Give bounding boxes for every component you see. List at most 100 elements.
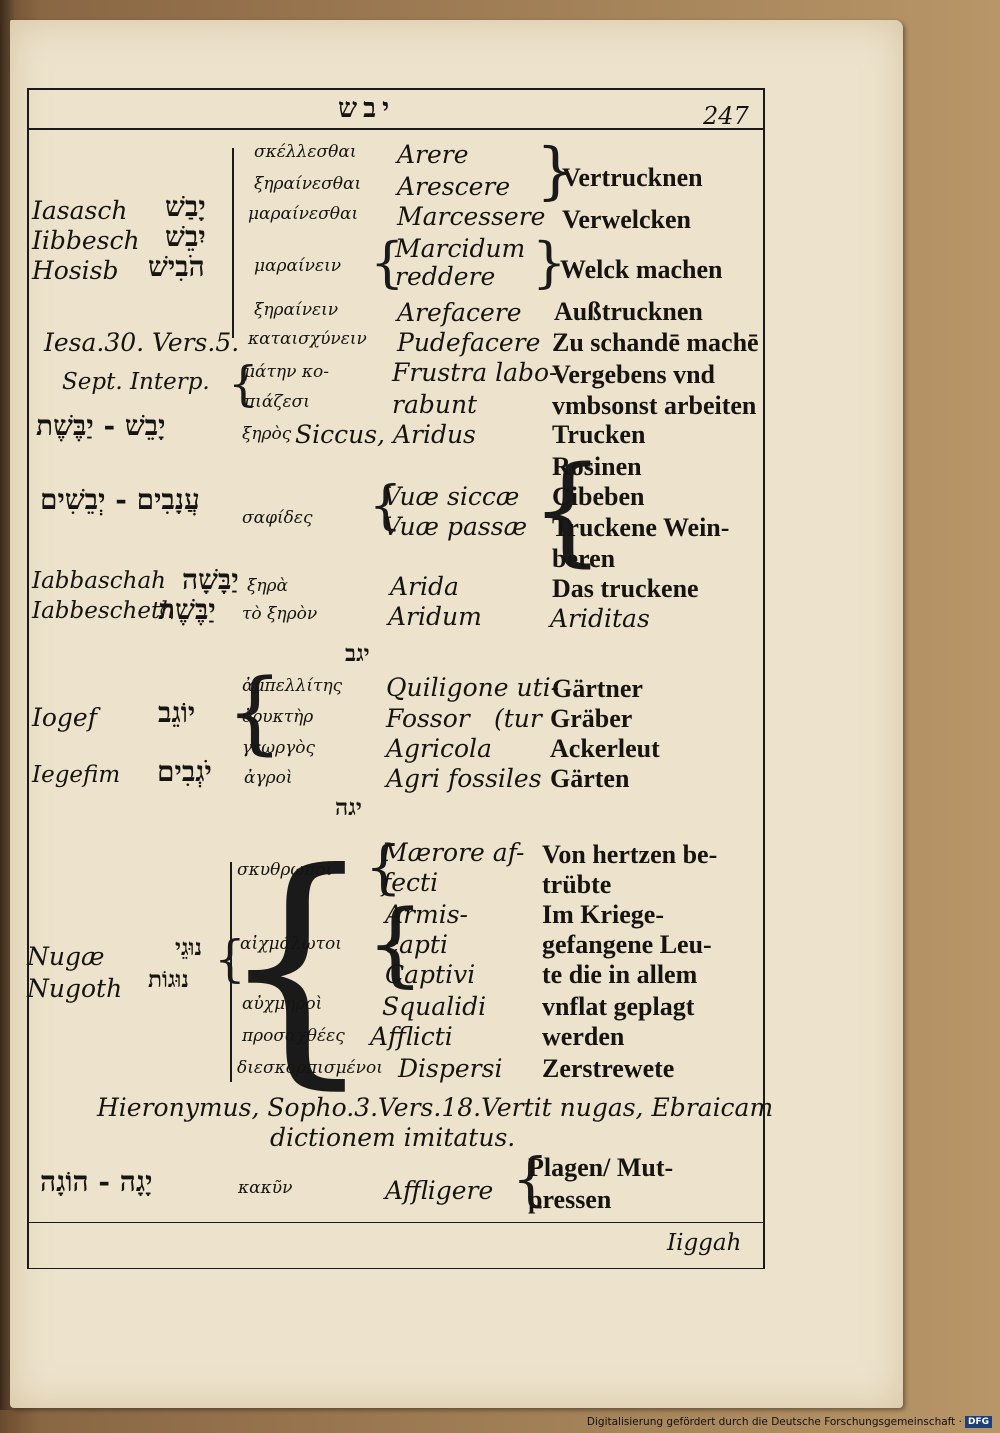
hebrew-term: יוֹגֵב — [158, 696, 196, 729]
latin-term: Armis- — [385, 900, 468, 929]
german-term: Truckene Wein- — [552, 513, 730, 542]
latin-term: reddere — [395, 262, 496, 291]
brace: { — [366, 890, 425, 997]
latin-term: Squalidi — [382, 992, 487, 1021]
brace: { — [370, 231, 405, 294]
brace: { — [228, 356, 259, 412]
foot-rule — [27, 1222, 765, 1223]
hebrew-term: נוּגוֹת — [148, 966, 189, 993]
latin-term: fecti — [382, 868, 439, 897]
digitization-credit: Digitalisierung gefördert durch die Deut… — [587, 1416, 992, 1428]
running-head: יבש — [338, 93, 396, 124]
head-rule — [27, 128, 765, 130]
greek-term: καταισχύνειν — [248, 329, 367, 349]
column-divider — [230, 862, 232, 1082]
greek-term: ξηρὸς — [242, 424, 292, 444]
german-term: Zu schandē machē — [552, 328, 759, 357]
latin-term: Agricola — [386, 734, 492, 763]
greek-term: αἰχμάλωτοι — [240, 934, 342, 954]
column-divider — [232, 148, 234, 338]
latin-term: Affligere — [385, 1176, 494, 1205]
brace: { — [512, 1145, 549, 1213]
greek-term: μαραίνειν — [254, 256, 342, 276]
greek-term: μάτην κο- — [244, 362, 329, 382]
latin-term: Quiligone uti- — [386, 673, 560, 702]
hebrew-term: יֹגְבִים — [157, 755, 212, 788]
latin-term: Frustra labo- — [392, 358, 558, 387]
latin-term: Ariditas — [550, 604, 650, 633]
german-term: Ackerleut — [550, 734, 660, 763]
brace: { — [214, 930, 246, 988]
german-term: vmbsonst arbeiten — [552, 391, 757, 420]
greek-term: ξηραίνειν — [254, 300, 339, 320]
brace: { — [217, 819, 377, 1110]
note-line: Hieronymus, Sopho.3.Vers.18.Vertit nugas… — [97, 1093, 774, 1122]
greek-term: ἀγροὶ — [244, 768, 293, 788]
latin-term: (tur — [494, 704, 542, 733]
latin-term: Arescere — [397, 172, 511, 201]
german-term: Zerstrewete — [542, 1054, 675, 1083]
translit-term: Iegefim — [32, 762, 121, 788]
greek-term: ξηραίνεσθαι — [254, 174, 362, 194]
note-line: dictionem imitatus. — [270, 1123, 516, 1152]
greek-term: πιάζεσι — [244, 392, 310, 412]
brace: } — [536, 134, 576, 207]
german-term: Plagen/ Mut- — [528, 1153, 674, 1182]
brace: { — [530, 440, 606, 578]
latin-term: capti — [385, 930, 448, 959]
greek-term: σκέλλεσθαι — [254, 142, 357, 162]
greek-term: προσαχθέες — [242, 1026, 345, 1046]
latin-term: Pudefacere — [397, 328, 541, 357]
latin-term: Siccus, Aridus — [295, 420, 476, 449]
translit-term: Nugæ — [27, 942, 105, 971]
hebrew-term: יָבַשׁ — [165, 190, 206, 223]
latin-term: Agri fossiles — [386, 764, 542, 793]
hebrew-term: נוּגֵי — [175, 934, 202, 961]
hebrew-term: יִבֵשׁ — [165, 220, 206, 253]
german-term: gefangene Leu- — [542, 930, 712, 959]
german-term: Das truckene — [552, 574, 699, 603]
latin-term: rabunt — [392, 390, 478, 419]
latin-term: Arere — [397, 140, 469, 169]
greek-term: σαφίδες — [242, 508, 313, 528]
translit-term: Iabbaschah — [32, 568, 166, 594]
german-term: Von hertzen be- — [542, 840, 718, 869]
dfg-logo: DFG — [964, 1416, 992, 1428]
page-number: 247 — [703, 102, 749, 130]
german-term: Rosinen — [552, 452, 642, 481]
german-term: pressen — [528, 1185, 612, 1214]
greek-term: σκυθρωποὶ — [237, 860, 333, 880]
latin-term: Captivi — [385, 960, 476, 989]
translit-term: Iabbescheth — [32, 598, 176, 624]
greek-term: διεσκορπισμένοι — [237, 1058, 383, 1078]
greek-term: ἀμπελλίτης — [242, 676, 343, 696]
section-heading: יגה — [335, 794, 362, 821]
latin-term: Arida — [390, 572, 459, 601]
hebrew-term: עֲנָבִים - יְבֵשִׁים — [40, 483, 200, 516]
brace: { — [369, 476, 403, 536]
latin-term: Vuæ passæ — [383, 512, 528, 541]
german-term: werden — [542, 1022, 625, 1051]
greek-term: μαραίνεσθαι — [248, 204, 359, 224]
credit-text: Digitalisierung gefördert durch die Deut… — [586, 1416, 962, 1428]
brace: { — [365, 833, 402, 901]
german-term: Verwelcken — [562, 205, 692, 234]
page-frame — [27, 88, 765, 1269]
german-term: trübte — [542, 870, 612, 899]
german-term: Cibeben — [552, 482, 645, 511]
translit-term: Iibbesch — [32, 226, 140, 255]
german-term: Gärtner — [552, 674, 643, 703]
german-term: Vergebens vnd — [552, 360, 716, 389]
german-term: Gräber — [550, 704, 633, 733]
catchword: Iiggah — [667, 1230, 742, 1256]
german-term: Außtrucknen — [554, 297, 703, 326]
german-term: vnflat geplagt — [542, 992, 695, 1021]
hebrew-term: הֹבִישׁ — [148, 250, 205, 283]
latin-term: Vuæ siccæ — [383, 482, 520, 511]
reference: Iesa.30. Vers.5. — [44, 328, 240, 357]
german-term: te die in allem — [542, 960, 698, 989]
latin-term: Afflicti — [370, 1022, 453, 1051]
latin-term: Mærore af- — [382, 838, 525, 867]
translit-term: Iasasch — [32, 196, 128, 225]
translit-term: Iogef — [32, 703, 97, 732]
